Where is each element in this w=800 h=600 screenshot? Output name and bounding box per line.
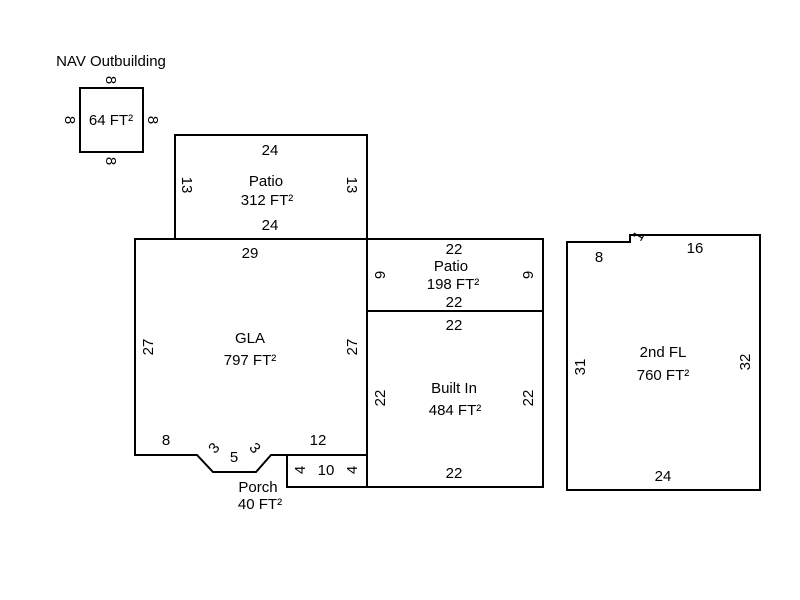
second-floor-dim-right: 32	[737, 354, 754, 371]
patio-right-dim-bottom: 22	[446, 294, 463, 311]
patio-top-dim-right: 13	[343, 177, 360, 194]
outbuilding-dim-right: 8	[144, 116, 161, 124]
gla-dim-top: 29	[242, 245, 259, 262]
patio-top-dim-bottom: 24	[262, 217, 279, 234]
porch-outline	[286, 454, 368, 488]
gla-area: 797 FT²	[224, 352, 277, 369]
porch-label: Porch	[238, 479, 277, 496]
built-in-dim-left: 22	[372, 390, 389, 407]
patio-top[interactable]: 24 24 13 13 Patio 312 FT²	[174, 134, 368, 240]
built-in-area: 484 FT²	[429, 402, 482, 419]
porch-dim-right: 4	[344, 466, 361, 474]
outbuilding-dim-bottom: 8	[102, 157, 119, 165]
second-floor-dim-top-right: 16	[687, 240, 704, 257]
patio-right-area: 198 FT²	[427, 276, 480, 293]
built-in[interactable]: 22 22 22 22 Built In 484 FT²	[366, 310, 544, 488]
porch-area: 40 FT²	[238, 496, 282, 513]
second-floor-dim-top-left: 8	[595, 249, 603, 266]
second-floor-dim-step: 1	[629, 228, 648, 244]
patio-right-dim-right: 9	[520, 271, 537, 279]
patio-right-dim-top: 22	[446, 241, 463, 258]
second-floor-label: 2nd FL	[640, 344, 687, 361]
patio-right-dim-left: 9	[372, 271, 389, 279]
outbuilding-label: NAV Outbuilding	[56, 53, 166, 70]
second-floor-area: 760 FT²	[637, 367, 690, 384]
built-in-dim-top: 22	[446, 317, 463, 334]
outbuilding-dim-left: 8	[61, 116, 78, 124]
gla[interactable]: 29 27 27 8 12 3 5 3 GLA 797 FT²	[134, 238, 368, 473]
outbuilding-outline	[79, 87, 144, 153]
gla-label: GLA	[235, 330, 265, 347]
second-floor-outline	[566, 234, 761, 491]
porch-dim-top: 10	[318, 462, 335, 479]
patio-top-dim-top: 24	[262, 142, 279, 159]
patio-right[interactable]: 22 22 9 9 Patio 198 FT²	[366, 238, 544, 312]
outbuilding-area: 64 FT²	[89, 112, 133, 129]
patio-top-label: Patio	[249, 173, 283, 190]
second-floor-dim-bottom: 24	[655, 468, 672, 485]
gla-dim-notch-left: 3	[205, 440, 223, 457]
built-in-outline	[366, 310, 544, 488]
gla-dim-notch-right: 3	[245, 440, 263, 457]
built-in-dim-right: 22	[520, 390, 537, 407]
second-floor-dim-left: 31	[572, 359, 589, 376]
porch[interactable]: 10 4 4 Porch 40 FT²	[238, 454, 368, 513]
patio-top-dim-left: 13	[178, 177, 195, 194]
outbuilding[interactable]: NAV Outbuilding 8 8 8 8 64 FT²	[56, 53, 166, 165]
built-in-dim-bottom: 22	[446, 465, 463, 482]
gla-dim-notch-bottom: 5	[230, 449, 238, 466]
patio-right-label: Patio	[434, 258, 468, 275]
porch-dim-left: 4	[292, 466, 309, 474]
patio-top-area: 312 FT²	[241, 192, 294, 209]
gla-dim-right: 27	[344, 339, 361, 356]
outbuilding-dim-top: 8	[102, 76, 119, 84]
gla-dim-bottom-right: 12	[310, 432, 327, 449]
gla-dim-bottom-left: 8	[162, 432, 170, 449]
second-floor[interactable]: 8 1 16 31 32 24 2nd FL 760 FT²	[566, 228, 761, 491]
gla-dim-left: 27	[140, 339, 157, 356]
built-in-label: Built In	[431, 380, 477, 397]
